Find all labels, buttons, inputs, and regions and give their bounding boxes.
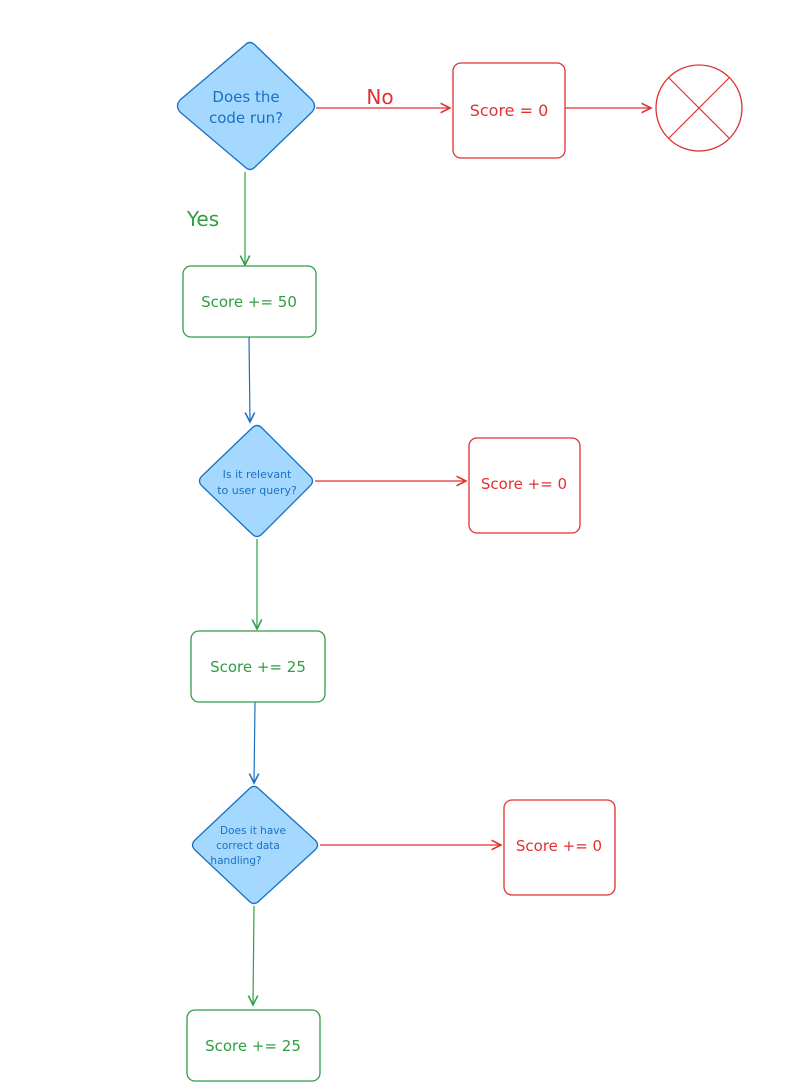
decision-data-handling-line3: handling? bbox=[210, 855, 261, 867]
box-score-plus-0-a-label: Score += 0 bbox=[481, 475, 567, 493]
decision-code-runs: Does the code run? bbox=[176, 41, 316, 171]
box-score-plus-25-a-label: Score += 25 bbox=[210, 658, 306, 676]
label-no: No bbox=[366, 85, 393, 109]
box-score-zero-label: Score = 0 bbox=[470, 101, 549, 120]
label-yes: Yes bbox=[186, 207, 219, 231]
decision-code-runs-line2: code run? bbox=[209, 109, 283, 127]
x-circle-icon bbox=[655, 64, 743, 152]
box-score-plus-0-a: Score += 0 bbox=[468, 437, 581, 534]
decision-code-runs-line1: Does the bbox=[212, 88, 279, 106]
box-score-plus-50-label: Score += 50 bbox=[201, 293, 297, 311]
box-score-plus-50: Score += 50 bbox=[182, 265, 317, 338]
box-score-plus-25-b: Score += 25 bbox=[186, 1009, 321, 1082]
decision-data-handling-line1: Does it have bbox=[220, 825, 286, 837]
decision-data-handling-line2: correct data bbox=[216, 840, 280, 852]
box-score-zero: Score = 0 bbox=[452, 62, 566, 159]
box-score-plus-25-b-label: Score += 25 bbox=[205, 1037, 301, 1055]
box-score-plus-25-a: Score += 25 bbox=[190, 630, 326, 703]
decision-data-handling: Does it have correct data handling? bbox=[191, 785, 319, 905]
box-score-plus-0-b-label: Score += 0 bbox=[516, 837, 602, 855]
arrow-to-score-25-b bbox=[253, 905, 254, 1005]
decision-relevant-line2: to user query? bbox=[217, 484, 297, 497]
decision-relevant: Is it relevant to user query? bbox=[198, 424, 314, 538]
decision-relevant-line1: Is it relevant bbox=[223, 468, 292, 481]
box-score-plus-0-b: Score += 0 bbox=[503, 799, 616, 896]
arrow-to-decision-2 bbox=[249, 336, 250, 422]
arrow-to-decision-3 bbox=[254, 701, 255, 783]
